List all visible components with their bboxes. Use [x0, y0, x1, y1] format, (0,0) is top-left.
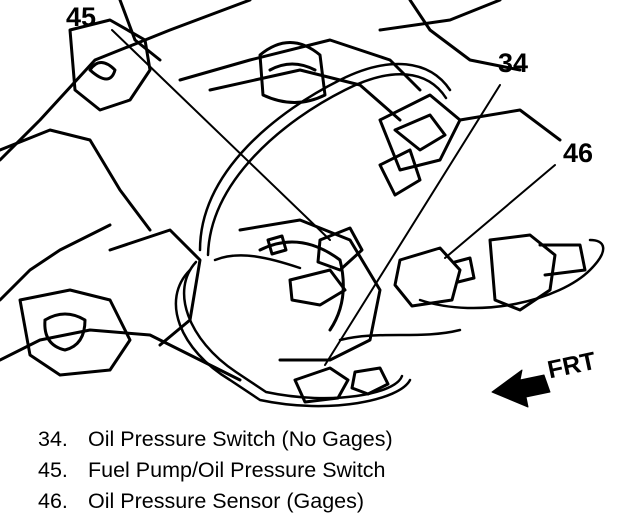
leader-lines — [111, 29, 556, 366]
wiring-harness — [174, 62, 605, 408]
callout-45: 45 — [66, 2, 97, 32]
legend-item: 45. Fuel Pump/Oil Pressure Switch — [38, 455, 393, 486]
front-direction-arrow — [491, 369, 551, 408]
legend-text: Oil Pressure Switch (No Gages) — [88, 427, 393, 451]
parts-legend: 34. Oil Pressure Switch (No Gages) 45. Fue… — [38, 424, 393, 517]
legend-item: 46. Oil Pressure Sensor (Gages) — [38, 486, 393, 517]
oil-pressure-switch — [293, 366, 390, 404]
callout-46: 46 — [563, 138, 594, 168]
oil-pressure-sensor — [393, 233, 587, 312]
legend-number: 46. — [38, 489, 68, 513]
legend-number: 34. — [38, 427, 68, 451]
callout-34: 34 — [498, 48, 529, 78]
legend-item: 34. Oil Pressure Switch (No Gages) — [38, 424, 393, 455]
engine-block — [0, 0, 562, 382]
fuel-pump-oil-pressure-switch — [266, 226, 364, 307]
legend-text: Oil Pressure Sensor (Gages) — [88, 489, 365, 513]
legend-text: Fuel Pump/Oil Pressure Switch — [88, 458, 386, 482]
engine-line-drawing — [0, 0, 605, 408]
connector-upper — [378, 93, 462, 197]
legend-number: 45. — [38, 458, 68, 482]
